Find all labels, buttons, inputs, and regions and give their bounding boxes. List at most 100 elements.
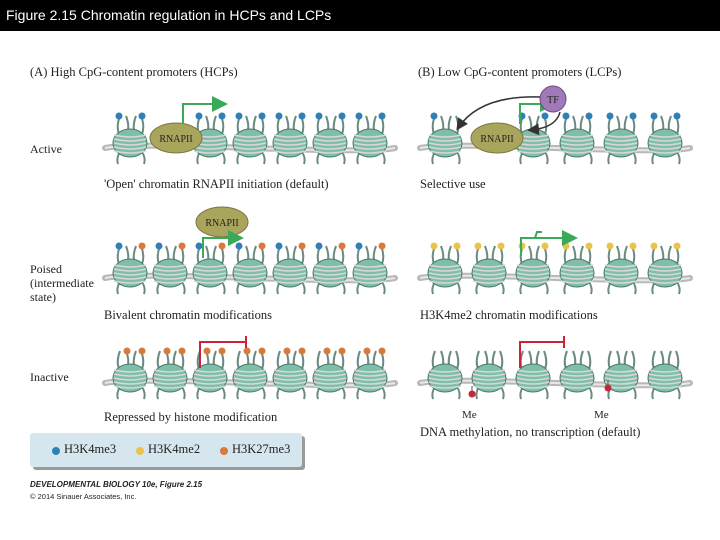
- nucleosome: [112, 347, 148, 400]
- dna-wrap: [428, 268, 462, 272]
- dna-wrap: [313, 138, 347, 142]
- dna-wrap: [604, 134, 638, 138]
- dna-wrap: [113, 280, 147, 284]
- histone-tail: [543, 350, 548, 370]
- dna-wrap: [273, 142, 307, 146]
- dna-wrap: [273, 369, 307, 373]
- nucleosome: [515, 242, 551, 295]
- histone-tail: [381, 386, 386, 400]
- dna-wrap: [604, 272, 638, 276]
- histone-mark: [430, 112, 438, 120]
- dna-wrap: [428, 134, 462, 138]
- dna-wrap: [516, 369, 550, 373]
- dna-wrap: [472, 268, 506, 272]
- nucleosome: [232, 242, 268, 295]
- caption-b-active: Selective use: [420, 177, 486, 191]
- nucleosome: [152, 242, 188, 295]
- histone-mark: [178, 347, 186, 355]
- histone-mark: [673, 242, 681, 250]
- caption-a-inactive: Repressed by histone modification: [104, 410, 278, 424]
- dna-wrap: [233, 276, 267, 280]
- dna-wrap: [233, 268, 267, 272]
- histone-tail: [588, 151, 593, 165]
- dna-wrap: [428, 264, 462, 268]
- panel-a-heading: (A) High CpG-content promoters (HCPs): [30, 65, 238, 79]
- nucleosome: [515, 350, 551, 400]
- histone-mark: [243, 347, 251, 355]
- nucleosome: [427, 242, 463, 295]
- dna-wrap: [560, 146, 594, 150]
- dna-wrap: [428, 146, 462, 150]
- histone-mark: [474, 242, 482, 250]
- histone-tail: [141, 151, 146, 165]
- row-label-active: Active: [30, 142, 62, 156]
- dna-wrap: [233, 373, 267, 377]
- histone-mark: [283, 347, 291, 355]
- histone-mark: [218, 347, 226, 355]
- histone-mark: [138, 347, 146, 355]
- dna-wrap: [353, 377, 387, 381]
- dna-wrap: [153, 264, 187, 268]
- dna-wrap: [313, 381, 347, 385]
- histone-tail: [301, 281, 306, 295]
- histone-mark: [363, 347, 371, 355]
- tf-arrow-left: [456, 96, 541, 131]
- dna-wrap: [516, 268, 550, 272]
- dna-wrap: [560, 150, 594, 154]
- dna-wrap: [648, 272, 682, 276]
- dna-wrap: [193, 280, 227, 284]
- nucleosome: [112, 242, 148, 295]
- dna-wrap: [113, 264, 147, 268]
- histone-mark: [541, 112, 549, 120]
- dna-wrap: [604, 280, 638, 284]
- dna-wrap: [428, 142, 462, 146]
- dna-wrap: [153, 373, 187, 377]
- dna-wrap: [560, 268, 594, 272]
- activation-arrow-b-poised-tick: [534, 231, 542, 239]
- dna-wrap: [560, 377, 594, 381]
- dna-wrap: [273, 373, 307, 377]
- dna-wrap: [233, 280, 267, 284]
- histone-tail: [500, 281, 505, 295]
- histone-tail: [632, 281, 637, 295]
- histone-tail: [181, 386, 186, 400]
- tf-bubble: [539, 85, 567, 113]
- dna-wrap: [153, 280, 187, 284]
- histone-tail: [301, 151, 306, 165]
- legend-h3k4me3-dot: [52, 447, 60, 455]
- nucleosome: [471, 350, 507, 400]
- legend-h3k4me3-label: H3K4me3: [64, 442, 117, 456]
- rnapii-label: RNAPII: [205, 218, 238, 229]
- nucleosome: [312, 112, 348, 165]
- histone-tail: [499, 350, 504, 370]
- dna-wrap: [233, 377, 267, 381]
- dna-wrap: [472, 369, 506, 373]
- slide-title: Figure 2.15 Chromatin regulation in HCPs…: [0, 0, 720, 31]
- histone-tail: [341, 151, 346, 165]
- histone-mark: [115, 242, 123, 250]
- tf-arrow-right: [527, 111, 561, 136]
- dna-wrap: [233, 369, 267, 373]
- dna-wrap: [604, 150, 638, 154]
- dna-wrap: [233, 385, 267, 389]
- dna-wrap: [516, 381, 550, 385]
- dna-wrap: [113, 377, 147, 381]
- dna-wrap: [233, 134, 267, 138]
- dna-wrap: [273, 272, 307, 276]
- caption-b-poised: H3K4me2 chromatin modifications: [420, 308, 598, 322]
- nucleosome: [192, 347, 228, 400]
- dna-wrap: [472, 385, 506, 389]
- dna-wrap: [648, 134, 682, 138]
- histone-mark: [195, 112, 203, 120]
- histone-mark: [258, 347, 266, 355]
- dna-wrap: [648, 276, 682, 280]
- activation-arrow-a-active: [182, 96, 228, 124]
- caption-b-inactive: DNA methylation, no transcription (defau…: [420, 425, 641, 439]
- dna-wrap: [472, 381, 506, 385]
- dna-wrap: [273, 276, 307, 280]
- histone-mark: [650, 242, 658, 250]
- histone-mark: [235, 112, 243, 120]
- dna-wrap: [648, 142, 682, 146]
- dna-wrap: [273, 280, 307, 284]
- nucleosome: [152, 347, 188, 400]
